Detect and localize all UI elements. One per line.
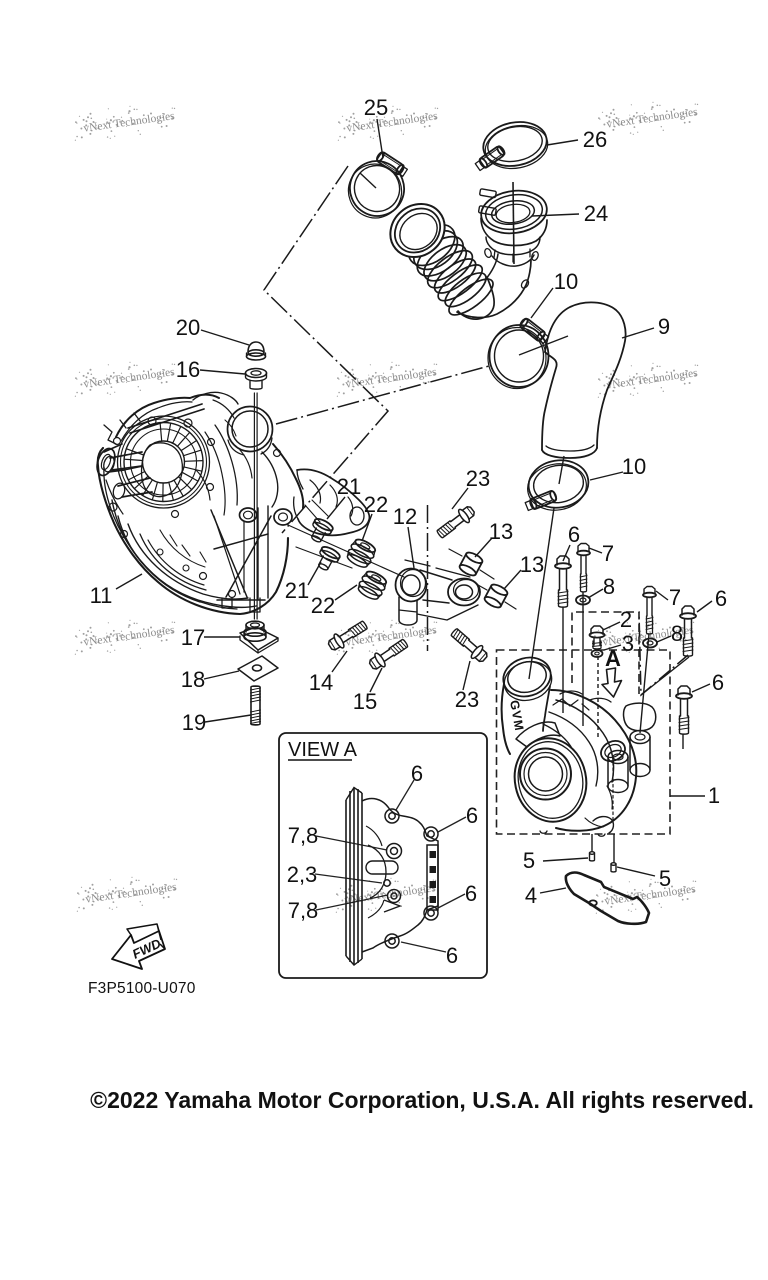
svg-text:7,8: 7,8 — [288, 823, 319, 848]
svg-text:23: 23 — [455, 687, 479, 712]
svg-text:11: 11 — [90, 583, 113, 608]
svg-text:4: 4 — [525, 883, 537, 908]
svg-text:6: 6 — [465, 881, 477, 906]
svg-text:5: 5 — [523, 848, 535, 873]
svg-text:24: 24 — [584, 201, 608, 226]
svg-text:9: 9 — [658, 314, 670, 339]
svg-text:©2022 Yamaha Motor Corporation: ©2022 Yamaha Motor Corporation, U.S.A. A… — [90, 1087, 754, 1113]
svg-text:16: 16 — [176, 357, 200, 382]
svg-text:23: 23 — [466, 466, 490, 491]
svg-text:6: 6 — [446, 943, 458, 968]
svg-text:14: 14 — [309, 670, 333, 695]
svg-text:GVM: GVM — [507, 699, 526, 732]
svg-text:1: 1 — [708, 783, 720, 808]
svg-text:F3P5100-U070: F3P5100-U070 — [88, 980, 196, 997]
svg-text:5: 5 — [659, 866, 671, 891]
svg-text:15: 15 — [353, 689, 377, 714]
svg-text:22: 22 — [364, 492, 388, 517]
svg-text:21: 21 — [285, 578, 309, 603]
svg-text:19: 19 — [182, 710, 206, 735]
svg-text:7,8: 7,8 — [288, 898, 319, 923]
svg-text:8: 8 — [671, 621, 683, 646]
svg-text:7: 7 — [602, 541, 614, 566]
svg-text:10: 10 — [622, 454, 646, 479]
svg-text:13: 13 — [489, 519, 513, 544]
svg-text:6: 6 — [411, 761, 423, 786]
svg-text:6: 6 — [466, 803, 478, 828]
svg-text:21: 21 — [337, 474, 361, 499]
svg-text:22: 22 — [311, 593, 335, 618]
svg-text:A: A — [605, 646, 621, 671]
svg-text:12: 12 — [393, 504, 417, 529]
svg-text:2,3: 2,3 — [287, 862, 318, 887]
svg-text:10: 10 — [554, 269, 578, 294]
svg-text:8: 8 — [603, 574, 615, 599]
svg-text:VIEW A: VIEW A — [288, 739, 358, 761]
svg-text:6: 6 — [568, 522, 580, 547]
svg-text:7: 7 — [669, 585, 681, 610]
svg-text:20: 20 — [176, 315, 200, 340]
svg-text:3: 3 — [622, 631, 634, 656]
svg-text:6: 6 — [712, 670, 724, 695]
svg-text:13: 13 — [520, 552, 544, 577]
svg-text:25: 25 — [364, 95, 388, 120]
svg-text:17: 17 — [181, 625, 205, 650]
svg-text:2: 2 — [620, 607, 632, 632]
svg-text:26: 26 — [583, 127, 607, 152]
svg-text:6: 6 — [715, 586, 727, 611]
svg-text:18: 18 — [181, 667, 205, 692]
